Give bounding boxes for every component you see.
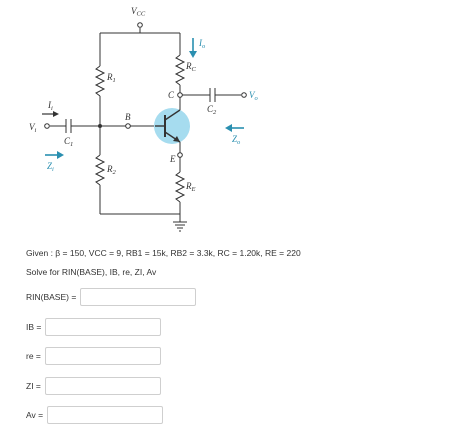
rin-base-row: RIN(BASE) = [26, 288, 197, 306]
svg-text:RE: RE [185, 181, 196, 193]
transistor-body [154, 108, 190, 144]
ib-row: IB = [26, 318, 162, 336]
junction-dot [98, 124, 102, 128]
svg-text:Ii: Ii [47, 100, 53, 112]
ib-input[interactable] [45, 318, 162, 336]
collector-node [177, 92, 183, 98]
re-label: re = [26, 351, 41, 361]
av-input[interactable] [47, 406, 164, 424]
re-resistor [174, 171, 186, 203]
base-label: B [125, 112, 131, 122]
svg-text:Io: Io [198, 38, 206, 50]
svg-text:C2: C2 [207, 104, 217, 116]
svg-text:Zi: Zi [47, 161, 54, 173]
base-node [125, 123, 131, 129]
re-row: re = [26, 347, 161, 365]
ib-label: IB = [26, 322, 42, 332]
emitter-label: E [169, 154, 176, 164]
svg-text:R1: R1 [106, 72, 116, 84]
svg-text:R2: R2 [106, 164, 117, 176]
vi-terminal [44, 123, 50, 129]
solve-instructions: Solve for RIN(BASE), IB, re, ZI, Av [26, 267, 157, 277]
svg-text:C1: C1 [64, 136, 73, 148]
rin-base-input[interactable] [80, 288, 197, 306]
r1-resistor [94, 65, 106, 97]
av-label: Av = [26, 410, 44, 420]
vcc-terminal [137, 22, 143, 28]
zi-input[interactable] [44, 377, 161, 395]
rc-resistor [174, 54, 186, 86]
io-arrow [189, 51, 197, 58]
svg-text:Zo: Zo [232, 134, 241, 146]
av-row: Av = [26, 406, 164, 424]
svg-text:RC: RC [185, 61, 197, 73]
zi-label: ZI = [26, 381, 41, 391]
re-input[interactable] [44, 347, 161, 365]
zi-row: ZI = [26, 377, 161, 395]
vo-terminal [241, 92, 247, 98]
amplifier-circuit-diagram: VCC R1 R2 RC RE C1 C2 B C E Vi Vo Ii Io … [29, 6, 259, 232]
svg-text:Vo: Vo [249, 90, 259, 102]
svg-text:VCC: VCC [131, 6, 146, 18]
emitter-node [177, 152, 183, 158]
svg-text:Vi: Vi [29, 122, 37, 134]
collector-label: C [168, 90, 175, 100]
given-text: Given : β = 150, VCC = 9, RB1 = 15k, RB2… [26, 248, 301, 258]
emitter-arrow [173, 136, 180, 142]
zi-arrow [57, 151, 64, 159]
rin-base-label: RIN(BASE) = [26, 292, 77, 302]
ii-arrow [53, 111, 59, 117]
zo-arrow [225, 124, 232, 132]
r2-resistor [94, 154, 106, 186]
